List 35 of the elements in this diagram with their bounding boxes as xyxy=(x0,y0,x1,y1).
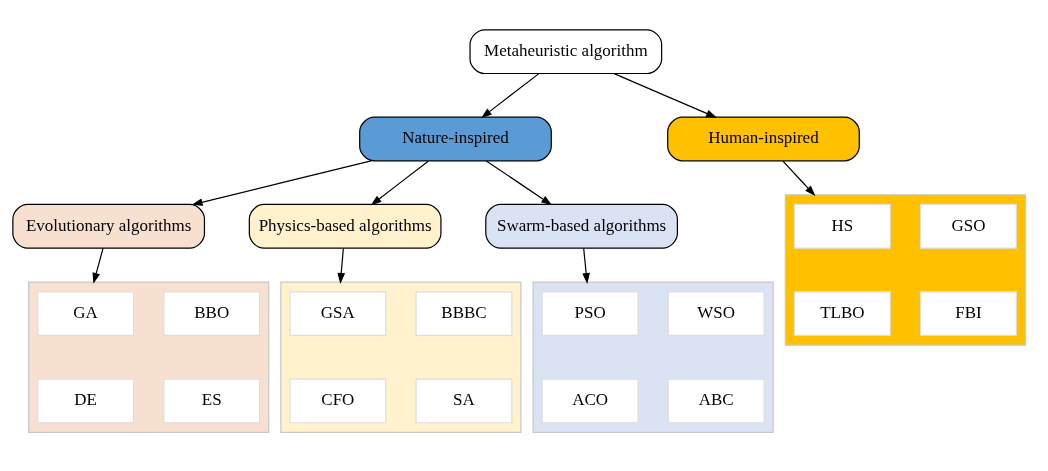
node-box: Human-inspired xyxy=(667,116,860,161)
cluster xyxy=(280,280,522,433)
cluster xyxy=(784,193,1027,346)
node-box: HS xyxy=(793,203,891,249)
node-box: Swarm-based algorithms xyxy=(485,203,678,249)
node-box: GA xyxy=(37,290,135,336)
node-box: TLBO xyxy=(793,290,891,336)
arrow xyxy=(582,247,590,284)
node-box: DE xyxy=(37,378,135,423)
arrow xyxy=(191,159,372,206)
node-box: Physics-based algorithms xyxy=(248,203,442,249)
cluster xyxy=(28,280,270,433)
node-box: GSO xyxy=(919,203,1017,249)
node-box: PSO xyxy=(541,290,639,336)
node-box: Nature-inspired xyxy=(359,116,552,161)
node-box: ACO xyxy=(541,378,639,423)
node-box: BBBC xyxy=(415,290,513,336)
node-box: FBI xyxy=(919,290,1017,336)
node-box: Evolutionary algorithms xyxy=(12,203,206,249)
node-box: BBO xyxy=(163,290,261,336)
arrow xyxy=(782,160,816,196)
node-box: ES xyxy=(163,378,261,423)
node-box: SA xyxy=(415,378,513,423)
node-box: Metaheuristic algorithm xyxy=(469,28,663,74)
arrow xyxy=(485,159,553,205)
node-box: WSO xyxy=(667,290,765,336)
arrow xyxy=(481,72,540,118)
arrow xyxy=(613,72,717,118)
node-box: GSA xyxy=(289,290,387,336)
arrow xyxy=(92,247,104,284)
node-box: ABC xyxy=(667,378,765,423)
node-box: CFO xyxy=(289,378,387,423)
arrow xyxy=(337,247,346,284)
cluster xyxy=(532,280,774,433)
arrow xyxy=(370,160,429,205)
